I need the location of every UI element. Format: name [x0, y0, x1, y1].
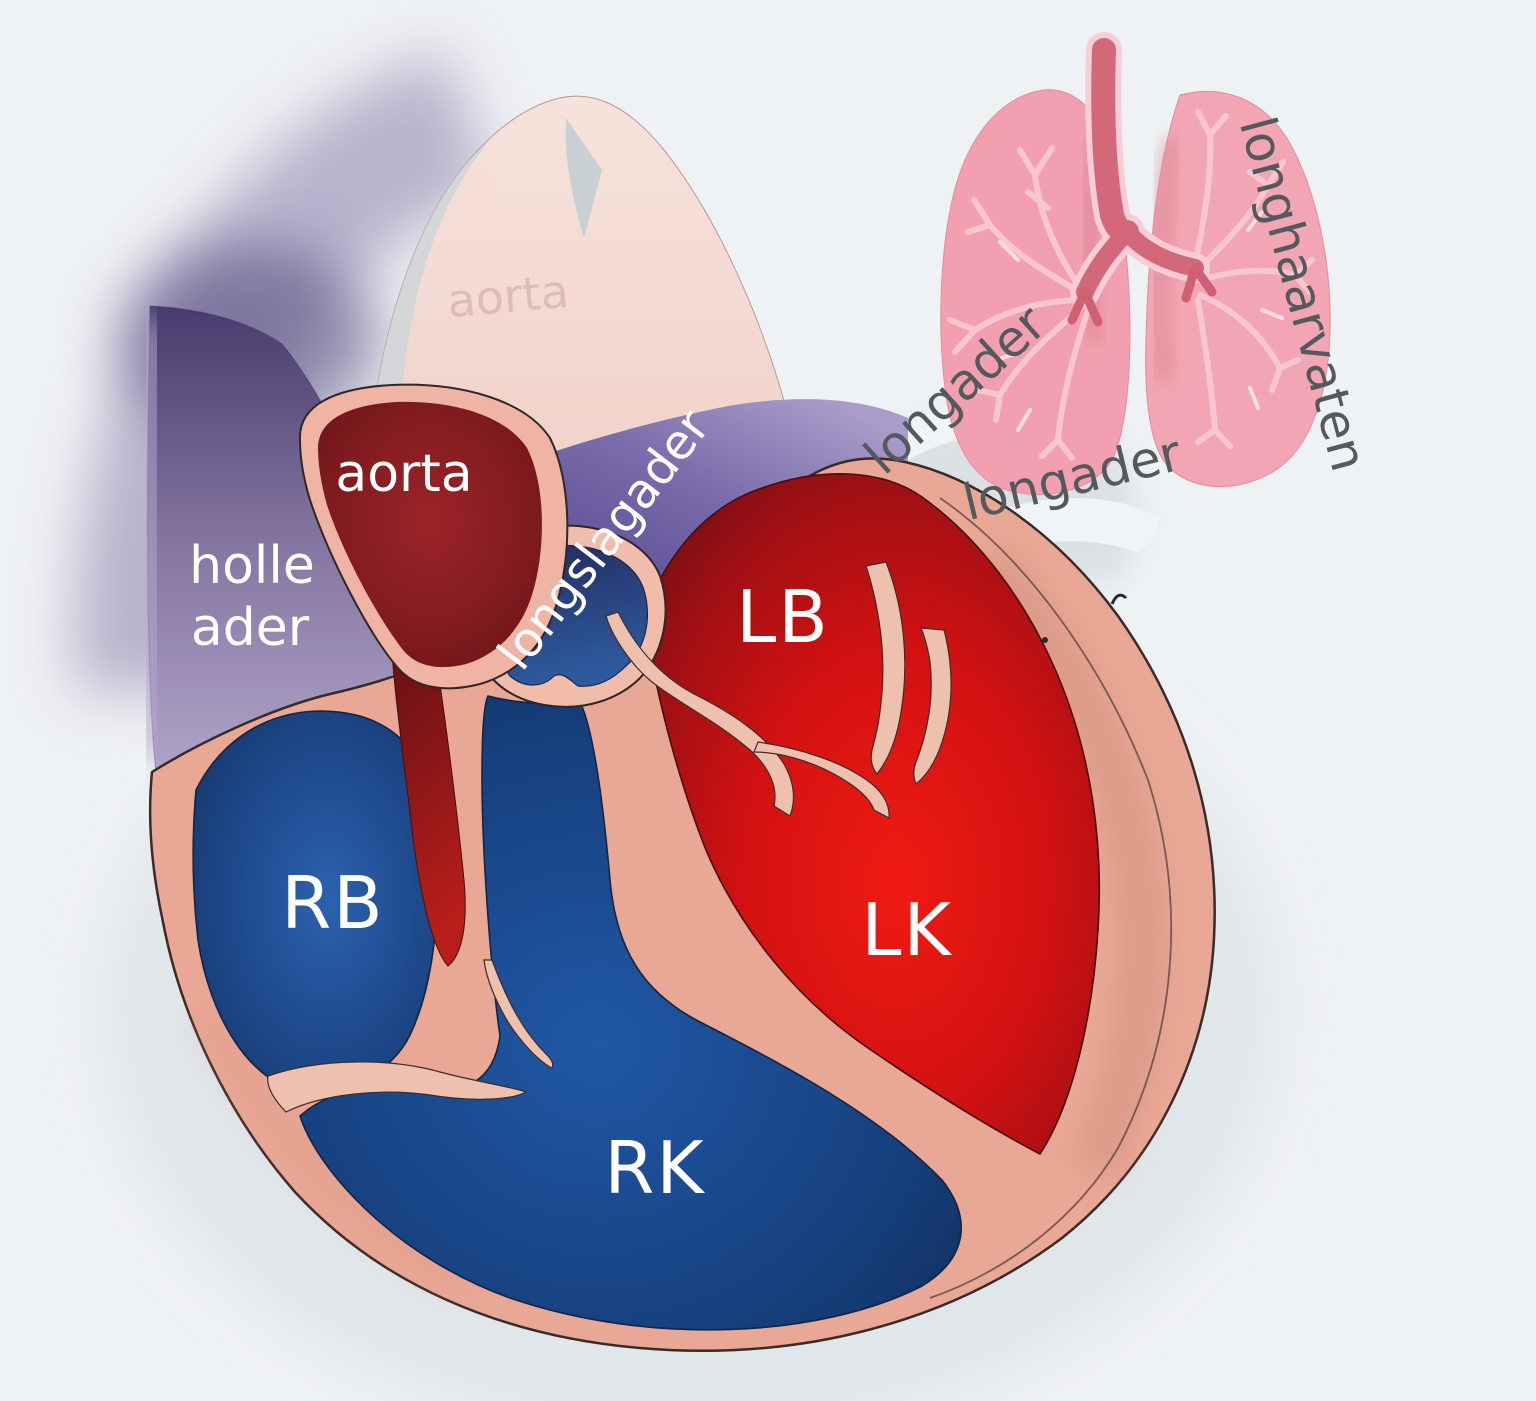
trachea — [1067, 32, 1217, 327]
papillary-flap — [267, 1061, 528, 1113]
aorta-ghost-label: aorta — [445, 264, 571, 328]
wall-shading-right — [968, 544, 1165, 1179]
aorta-label: aorta — [335, 444, 472, 504]
arch-gray-notch — [565, 118, 602, 238]
right-ventricle-label: RK — [604, 1126, 705, 1210]
holle-ader-label-line2: ader — [191, 598, 310, 658]
right-atrium-label: RB — [281, 861, 384, 945]
tricuspid-valve-strand — [483, 959, 554, 1069]
aorta-opening — [298, 383, 569, 690]
heart-valves — [267, 561, 952, 1113]
chorda-2 — [913, 627, 952, 785]
left-ventricle-label: LK — [861, 888, 952, 972]
left-atrium-label: LB — [736, 575, 830, 659]
lungs — [940, 32, 1331, 495]
left-lung-vessel-tree — [947, 145, 1091, 461]
mitral-valve-branch — [753, 741, 890, 819]
mitral-valve-strand — [605, 611, 794, 817]
chorda-1 — [865, 561, 906, 775]
left-heart-cavity — [647, 473, 1101, 1156]
right-ventricle-cavity — [299, 695, 963, 1331]
right-atrium-cavity — [192, 710, 439, 1092]
right-lung-lobe — [1145, 90, 1331, 487]
holle-ader-label-line1: holle — [189, 536, 315, 596]
ink-specks — [1042, 593, 1128, 643]
pericardium-line — [929, 497, 1173, 1299]
